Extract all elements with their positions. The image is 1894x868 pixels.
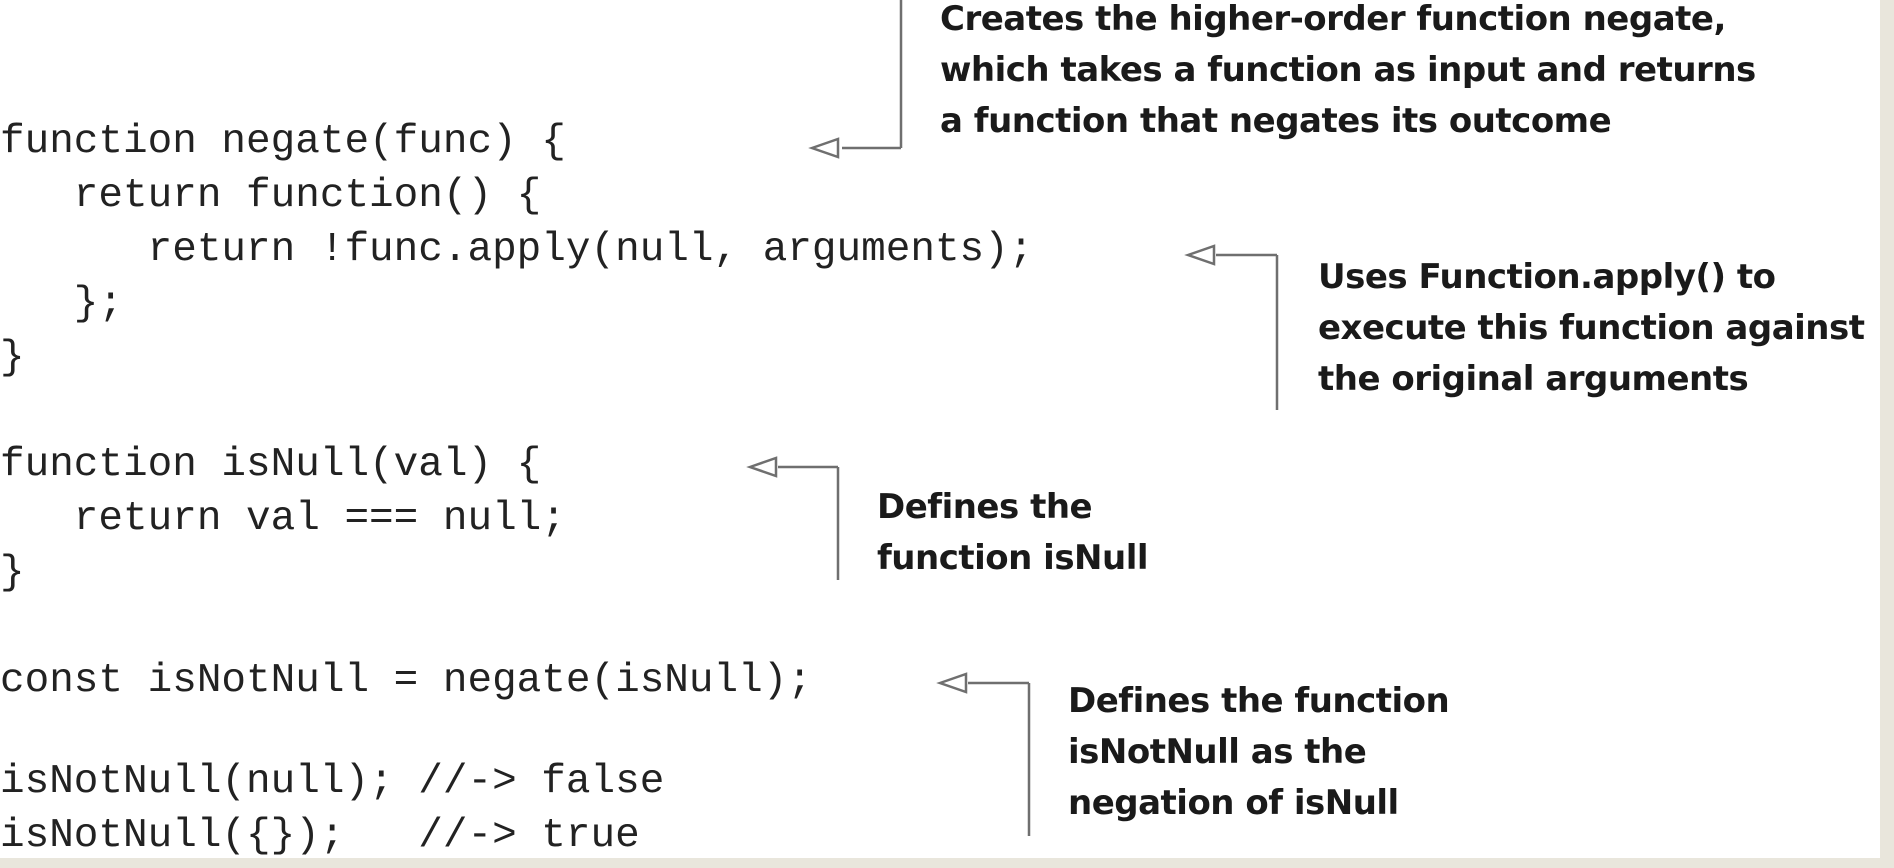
annotation-apply: Uses Function.apply() to execute this fu… (1318, 252, 1865, 405)
annotation-negate: Creates the higher-order function negate… (940, 0, 1756, 147)
code-line-3: return !func.apply(null, arguments); (0, 227, 1034, 273)
code-line-7: return val === null; (0, 496, 566, 542)
annotation-isnotnull-line-1: Defines the function (1068, 681, 1450, 721)
annotation-isnotnull-line-3: negation of isNull (1068, 783, 1399, 823)
annotation-isnotnull-line-2: isNotNull as the (1068, 732, 1367, 772)
annotation-isnull-line-2: function isNull (877, 538, 1149, 578)
annotation-apply-line-2: execute this function against (1318, 308, 1865, 348)
code-line-2: return function() { (0, 173, 542, 219)
frame-bottom-border (0, 858, 1894, 868)
code-line-5: } (0, 335, 25, 381)
annotation-isnull: Defines the function isNull (877, 482, 1149, 584)
code-line-9: const isNotNull = negate(isNull); (0, 658, 812, 704)
annotation-isnull-line-1: Defines the (877, 487, 1093, 527)
code-line-10: isNotNull(null); //-> false (0, 759, 665, 805)
annotation-apply-line-1: Uses Function.apply() to (1318, 257, 1776, 297)
code-line-11: isNotNull({}); //-> true (0, 813, 640, 859)
code-line-4: }; (0, 281, 124, 327)
annotation-negate-line-3: a function that negates its outcome (940, 101, 1612, 141)
callout-4-arrowhead-icon (936, 672, 968, 694)
callout-2-arrowhead-icon (1184, 244, 1216, 266)
annotation-negate-line-1: Creates the higher-order function negate… (940, 0, 1726, 39)
code-line-8: } (0, 550, 25, 596)
callout-3-arrowhead-icon (746, 456, 778, 478)
code-line-1: function negate(func) { (0, 119, 566, 165)
annotation-isnotnull: Defines the function isNotNull as the ne… (1068, 676, 1450, 829)
annotation-apply-line-3: the original arguments (1318, 359, 1749, 399)
frame-right-border (1880, 0, 1894, 868)
callout-1-arrowhead-icon (808, 137, 840, 159)
code-line-6: function isNull(val) { (0, 442, 542, 488)
annotation-negate-line-2: which takes a function as input and retu… (940, 50, 1756, 90)
